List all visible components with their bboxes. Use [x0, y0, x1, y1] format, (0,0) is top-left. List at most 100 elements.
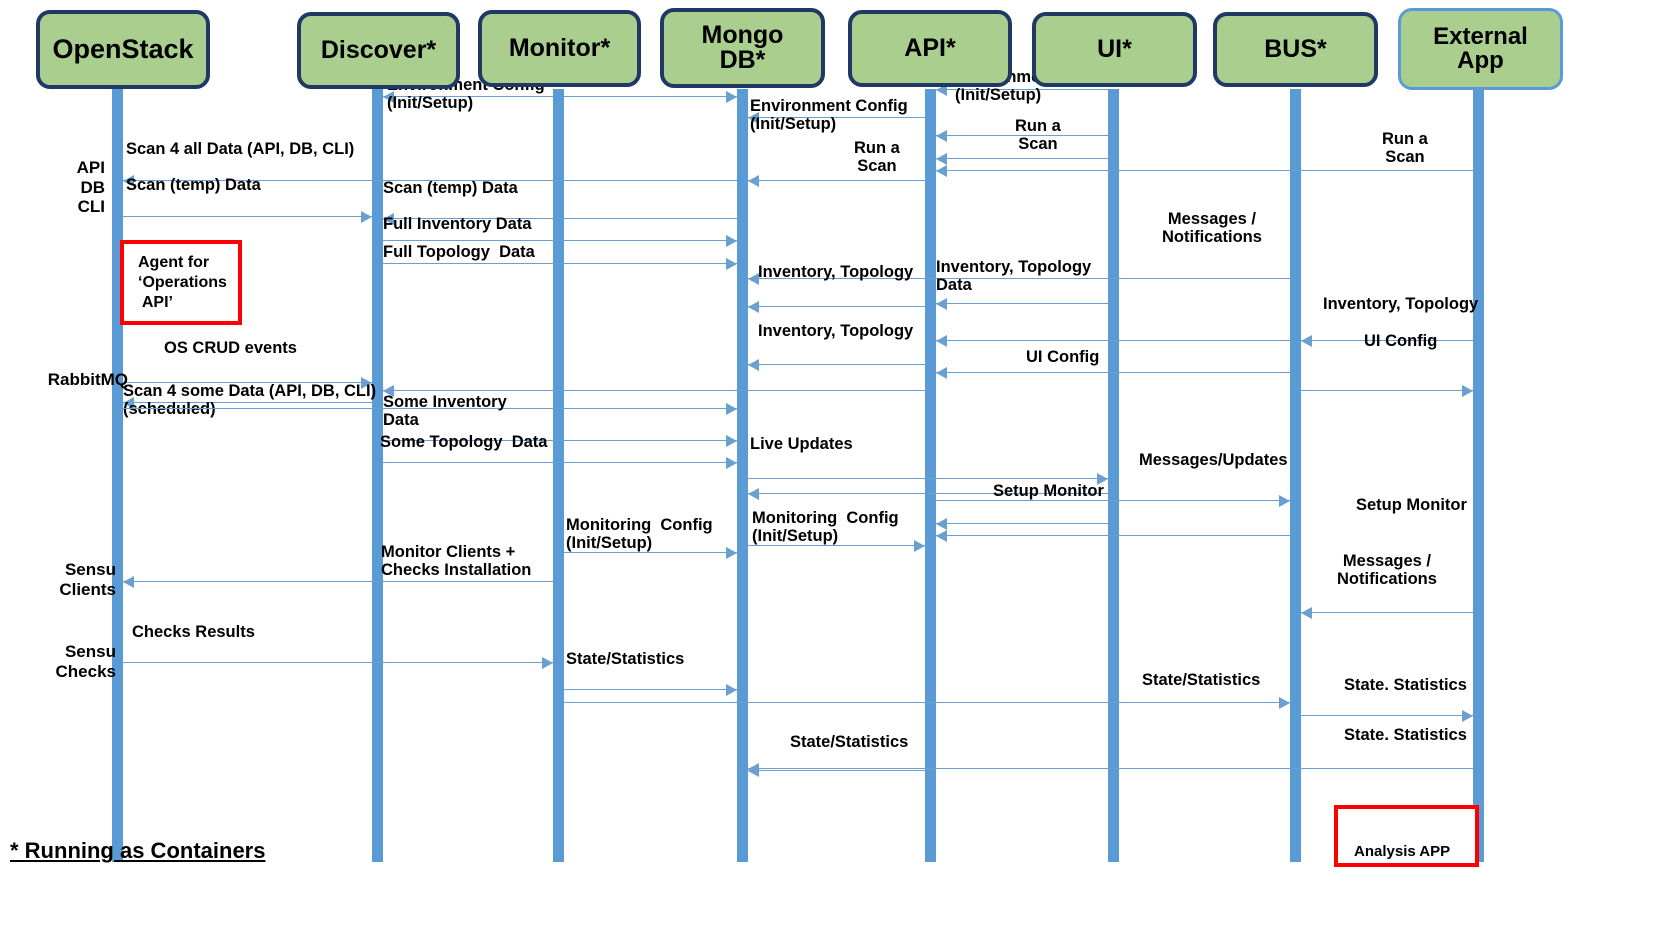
message-label-m06: Scan 4 all Data (API, DB, CLI): [126, 140, 355, 158]
lifeline-discover: [371, 89, 383, 862]
arrowhead-m40: [1461, 710, 1473, 722]
message-line-m40: [1300, 715, 1473, 716]
message-label-m10: Scan (temp) Data: [126, 176, 261, 194]
message-label-m11: Scan (temp) Data: [383, 179, 518, 197]
arrowhead-m39: [1278, 697, 1290, 709]
arrowhead-m15: [747, 301, 759, 313]
message-label-m28: Live Updates: [750, 435, 853, 453]
participant-discover[interactable]: Discover*: [297, 12, 460, 89]
participant-label: Monitor*: [508, 33, 611, 62]
message-line-m29: [935, 500, 1290, 501]
arrowhead-m19: [747, 359, 759, 371]
arrowhead-m05: [935, 130, 947, 142]
message-line-m10: [122, 216, 372, 217]
message-line-m35: [122, 581, 553, 582]
message-line-m39: [563, 702, 1290, 703]
arrowhead-m21: [1461, 385, 1473, 397]
participant-label: OpenStack: [52, 33, 194, 64]
arrowhead-m11: [382, 213, 394, 225]
message-line-m34: [747, 545, 925, 546]
participant-label: UI*: [1097, 34, 1132, 63]
message-label-m29: Messages/Updates: [1139, 451, 1288, 469]
message-line-m17: [1300, 340, 1473, 341]
arrowhead-m18: [935, 335, 947, 347]
message-label-m12: Full Inventory Data: [383, 215, 532, 233]
arrowhead-m25: [725, 403, 737, 415]
annotation-text: Agent for ‘Operations API’: [138, 254, 227, 311]
arrowhead-m28: [1096, 473, 1108, 485]
message-label-m34: Monitoring Config (Init/Setup): [752, 509, 899, 545]
message-line-m26: [382, 440, 737, 441]
arrowhead-m23: [382, 385, 394, 397]
message-line-m36: [1300, 612, 1473, 613]
message-line-m42: [747, 770, 925, 771]
participant-label: API*: [904, 33, 956, 62]
message-label-m13: Full Topology Data: [383, 243, 535, 261]
message-label-m09: Run a Scan: [1382, 130, 1428, 166]
arrowhead-m20: [935, 367, 947, 379]
message-label-m04: Environment Config (Init/Setup): [750, 97, 908, 133]
annotation-analysis-app: Analysis APP: [1334, 805, 1479, 867]
message-label-m15: Inventory, Topology: [758, 263, 914, 281]
participant-monitor[interactable]: Monitor*: [478, 10, 641, 87]
message-line-m23: [382, 390, 925, 391]
participant-ui[interactable]: UI*: [1032, 12, 1197, 87]
side-label-sensu-checks: Sensu Checks: [55, 642, 116, 681]
message-label-m20: UI Config: [1026, 348, 1100, 366]
message-label-m24: Scan 4 some Data (API, DB, CLI) (schedul…: [123, 382, 377, 418]
arrowhead-m35: [122, 576, 134, 588]
message-line-m32: [935, 535, 1290, 536]
arrowhead-m36: [1300, 607, 1312, 619]
message-label-m39: State/Statistics: [1142, 671, 1261, 689]
arrowhead-m04: [747, 112, 759, 124]
arrowhead-m17: [1300, 335, 1312, 347]
message-label-m40: State. Statistics: [1344, 676, 1467, 694]
message-line-m28: [747, 478, 1108, 479]
arrowhead-m33: [725, 547, 737, 559]
arrowhead-m08: [747, 175, 759, 187]
arrowhead-m30: [747, 488, 759, 500]
message-line-m19: [747, 364, 925, 365]
side-label-rabbitmq: RabbitMQ: [47, 370, 128, 389]
message-label-m42: State/Statistics: [790, 733, 909, 751]
message-line-m16: [935, 303, 1108, 304]
participant-api[interactable]: API*: [848, 10, 1012, 87]
message-label-m37: Checks Results: [132, 623, 255, 641]
message-label-m33: Monitoring Config (Init/Setup): [566, 516, 713, 552]
arrowhead-m24: [122, 397, 134, 409]
message-line-m30: [747, 493, 1108, 494]
arrowhead-m13: [725, 258, 737, 270]
participant-openstack[interactable]: OpenStack: [36, 10, 210, 89]
lifeline-ui: [1107, 89, 1119, 862]
message-label-m19: Inventory, Topology: [758, 322, 914, 340]
arrowhead-m12: [725, 235, 737, 247]
lifeline-openstack: [111, 89, 123, 862]
message-label-m38: State/Statistics: [566, 650, 685, 668]
annotation-text: Analysis APP: [1354, 843, 1451, 860]
arrowhead-m34: [913, 540, 925, 552]
lifeline-bus: [1289, 89, 1301, 862]
message-label-m07: Run a Scan: [1015, 117, 1061, 153]
lifeline-mongodb: [736, 89, 748, 862]
message-line-m41: [747, 768, 1473, 769]
arrowhead-m38: [725, 684, 737, 696]
message-label-m14: Messages / Notifications: [1162, 210, 1262, 246]
arrowhead-m02: [725, 91, 737, 103]
message-label-m26: Some Inventory Data: [383, 393, 507, 429]
message-label-m17: Inventory, Topology: [1323, 295, 1479, 313]
message-line-m03: [935, 89, 1108, 90]
arrowhead-m16: [935, 298, 947, 310]
arrowhead-m07: [935, 153, 947, 165]
message-label-m41: State. Statistics: [1344, 726, 1467, 744]
message-line-m22: [122, 382, 372, 383]
footnote-running-as-containers: * Running as Containers: [10, 838, 266, 863]
message-line-m31: [935, 523, 1108, 524]
message-label-m22: OS CRUD events: [164, 339, 297, 357]
annotation-agent-note: Agent for ‘Operations API’: [120, 240, 242, 325]
participant-bus[interactable]: BUS*: [1213, 12, 1378, 87]
